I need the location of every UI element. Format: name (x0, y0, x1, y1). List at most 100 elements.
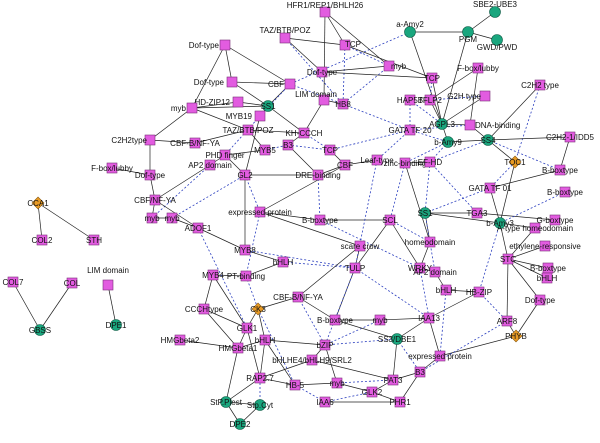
square-node-marker (339, 159, 351, 171)
square-node-marker (292, 291, 304, 303)
network-node-col: COL (64, 277, 81, 289)
square-node-marker (207, 269, 219, 281)
node-label: b-Amy3 (486, 219, 514, 228)
solid-edge (297, 296, 336, 321)
square-node-marker (259, 334, 271, 346)
square-node-marker (316, 66, 328, 78)
square-node-marker (549, 214, 561, 226)
circle-node-marker (489, 6, 501, 18)
network-node-hb5: HB-5 (286, 379, 305, 391)
dashed-edge (342, 44, 346, 105)
network-node-toc1: TOC1 (504, 155, 526, 169)
node-label: F-box/lubby (457, 64, 499, 73)
square-node-marker (479, 90, 491, 102)
square-node-marker (219, 149, 231, 161)
circle-node-marker (391, 333, 403, 345)
node-label: HFR1/REP1/BHLH26 (287, 1, 364, 10)
solid-edge (336, 382, 373, 393)
solid-edge (259, 211, 361, 247)
network-node-bbox1: B-boxtype (542, 164, 579, 176)
solid-edge (257, 296, 299, 310)
solid-edge (264, 339, 326, 346)
node-label: AP2 domain (413, 268, 457, 277)
dashed-edge (289, 83, 344, 105)
solid-edge (447, 139, 489, 143)
square-node-marker (318, 94, 330, 106)
node-label: HMGbeta2 (161, 336, 200, 345)
solid-edge (224, 44, 233, 83)
node-label: SS1 (260, 102, 276, 111)
square-node-marker (414, 262, 426, 274)
node-label: B3 (283, 141, 293, 150)
node-label: myb (144, 214, 160, 223)
network-node-bhlh3: bHLH (436, 284, 456, 296)
solid-edge (507, 258, 549, 269)
network-node-iaa: IAA6 (316, 396, 334, 408)
square-node-marker (534, 79, 546, 91)
dashed-edge (245, 211, 261, 277)
solid-edge (191, 101, 239, 109)
circle-node-marker (419, 207, 431, 219)
solid-edge (404, 162, 431, 243)
dashed-edge (324, 338, 398, 346)
node-label: PAT3 (384, 376, 403, 385)
network-node-glk1: GLK1 (237, 322, 258, 334)
network-node-cbfnfya2: CBF/NF-YA (134, 194, 176, 206)
network-node-hmgbeta1: HMGbeta1 (219, 342, 258, 354)
dashed-edge (409, 129, 449, 143)
network-node-hb8: HB8 (335, 98, 351, 110)
network-node-stpplest: StP.Plest (210, 396, 243, 408)
network-node-g2h: G2H type (447, 90, 491, 102)
node-label: CBF/NF-YA (134, 196, 176, 205)
node-label: HD-ZIP12 (194, 98, 230, 107)
network-node-phyb: PHYB (505, 329, 527, 343)
solid-edge (39, 282, 73, 331)
square-node-marker (329, 314, 341, 326)
network-node-bhlh5: bHLH (255, 334, 275, 346)
square-node-marker (324, 144, 336, 156)
node-label: F-box/lubby (91, 164, 133, 173)
node-label: GL2 (237, 171, 253, 180)
square-node-marker (529, 222, 541, 234)
network-node-wrky: WRKY (408, 262, 433, 274)
square-node-marker (166, 212, 178, 224)
node-label: IAA6 (316, 398, 334, 407)
square-node-marker (404, 94, 416, 106)
node-label: B-boxtype (542, 166, 579, 175)
dashed-edge (478, 222, 501, 293)
network-node-cbfnfya3: CBF-B/NF-YA (273, 291, 323, 303)
node-label: G-boxtype (537, 216, 574, 225)
network-node-dpe1: DPE1 (106, 319, 127, 331)
solid-edge (191, 105, 269, 109)
solid-edge (441, 31, 469, 125)
network-node-arf8: ARF8 (497, 315, 518, 327)
node-label: SS1 (417, 209, 433, 218)
network-node-fboxlubby2: F-box/lubby (91, 162, 133, 174)
solid-edge (247, 129, 305, 134)
node-label: CBF-B/NF-YA (170, 139, 220, 148)
solid-edge (489, 169, 561, 189)
dashed-edge (319, 219, 421, 269)
network-node-hfr1: HFR1/REP1/BHLH26 (287, 1, 364, 18)
network-node-doftype1: Dof-type (189, 39, 231, 51)
solid-edge (12, 281, 41, 331)
square-node-marker (554, 164, 566, 176)
node-label: G2H type (447, 92, 481, 101)
node-label: CBF (337, 161, 353, 170)
solid-edge (506, 258, 509, 322)
network-node-bzip: bZIP (317, 339, 333, 351)
square-node-marker (186, 102, 198, 114)
solid-edge (507, 258, 541, 301)
square-node-marker (354, 240, 366, 252)
node-label: GWD/PWD (477, 43, 518, 52)
square-node-marker (254, 372, 266, 384)
square-node-marker (277, 256, 289, 268)
network-node-cbfnfya1: CBF-B/NF-YA (170, 137, 220, 149)
network-node-cbf1: CBF (268, 78, 296, 90)
network-node-doftype2: Dof-type (194, 76, 238, 88)
solid-edge (439, 335, 517, 357)
dashed-edge (424, 161, 431, 214)
node-label: C2H2type (111, 136, 147, 145)
network-node-bboxtype5: B-boxtype (317, 314, 354, 326)
